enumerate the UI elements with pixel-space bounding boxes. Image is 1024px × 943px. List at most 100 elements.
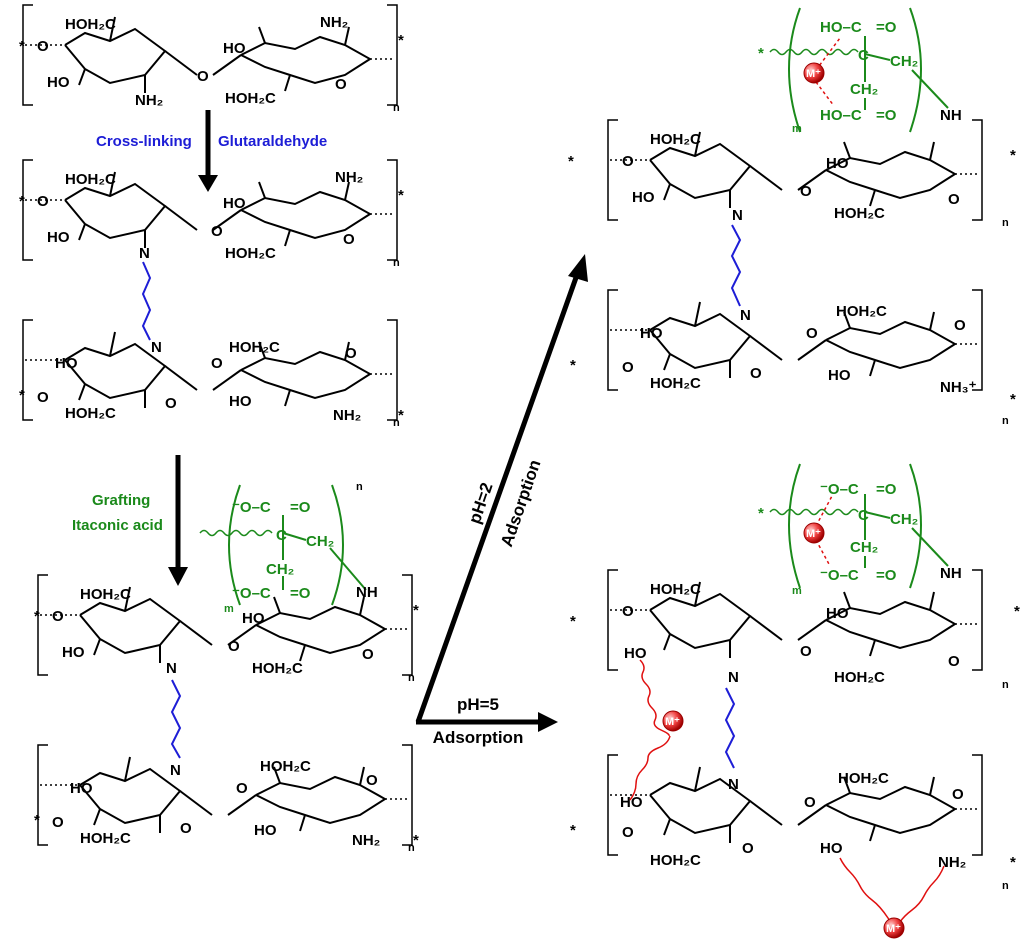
step-itaconic-label: Itaconic acid xyxy=(72,517,163,534)
atom-o: O xyxy=(622,153,634,170)
atom-hoh2c: HOH₂C xyxy=(834,669,885,686)
atom-subscript-n: n xyxy=(356,481,363,493)
atom-subscript-n: n xyxy=(1002,217,1009,229)
metal-chelation-bottom: M⁺ xyxy=(839,857,945,939)
itaconic-graft-ph5: M⁺ ⁻O–C =O C CH₂ CH₂ ⁻O–C =O m * xyxy=(758,463,949,597)
atom-hoh2c: HOH₂C xyxy=(225,90,276,107)
atom-o: O xyxy=(335,76,347,93)
atom-m-ion: M⁺ xyxy=(806,68,821,80)
atom-nh2: NH₂ xyxy=(135,92,163,109)
atom-eq-o: =O xyxy=(290,499,311,516)
atom-nh: NH xyxy=(356,584,378,601)
atom-nh2: NH₂ xyxy=(320,14,348,31)
atom-subscript-n: n xyxy=(408,842,415,854)
chitosan-unit-2: O HOH₂C HO N O HO HOH₂C NH₂ O * * n xyxy=(19,159,404,269)
arrow-adsorption-ph2 xyxy=(415,254,588,723)
atom-hoh2c: HOH₂C xyxy=(650,131,701,148)
chitosan-unit-ph5-upper: O HOH₂C HO N O HO HOH₂C NH O * * n xyxy=(570,565,1020,691)
atom-o: O xyxy=(742,840,754,857)
step-crosslink-label: Cross-linking xyxy=(96,133,192,150)
metal-chelation-left: M⁺ xyxy=(629,659,684,801)
atom-o-c: ⁻O–C xyxy=(820,481,859,498)
atom-o: O xyxy=(37,38,49,55)
atom-n: N xyxy=(139,245,150,262)
step-glutaraldehyde-label: Glutaraldehyde xyxy=(218,133,327,150)
atom-ho: HO xyxy=(70,780,93,797)
atom-star: * xyxy=(34,608,40,625)
atom-star: * xyxy=(758,505,764,522)
atom-ch2: CH₂ xyxy=(850,81,878,98)
chitosan-unit-4: O HOH₂C HO N O HO HOH₂C NH O * * n xyxy=(34,574,419,684)
atom-eq-o: =O xyxy=(876,481,897,498)
chitosan-unit-ph5-lower: O HO HOH₂C N O O HOH₂C HO NH₂ O * * n xyxy=(570,754,1016,892)
atom-subscript-n: n xyxy=(1002,679,1009,691)
atom-star: * xyxy=(758,45,764,62)
atom-o: O xyxy=(343,231,355,248)
arrow-adsorption-ph5 xyxy=(416,712,558,732)
atom-n: N xyxy=(728,669,739,686)
atom-star: * xyxy=(413,602,419,619)
atom-nh2: NH₂ xyxy=(335,169,363,186)
chain-star: * xyxy=(19,387,25,404)
atom-nh3: NH₃⁺ xyxy=(940,379,977,396)
atom-hoh2c: HOH₂C xyxy=(65,405,116,422)
atom-ho: HO xyxy=(229,393,252,410)
atom-ho: HO xyxy=(242,610,265,627)
atom-o: O xyxy=(180,820,192,837)
atom-c: C xyxy=(858,47,869,64)
atom-ho-c: HO–C xyxy=(820,107,862,124)
atom-hoh2c: HOH₂C xyxy=(650,852,701,869)
atom-nh2: NH₂ xyxy=(938,854,966,871)
atom-star: * xyxy=(413,832,419,849)
atom-nh2: NH₂ xyxy=(333,407,361,424)
atom-subscript-m: m xyxy=(792,123,802,135)
atom-o: O xyxy=(954,317,966,334)
atom-subscript-n: n xyxy=(1002,880,1009,892)
atom-o: O xyxy=(622,359,634,376)
atom-o-c: ⁻O–C xyxy=(232,499,271,516)
atom-n: N xyxy=(151,339,162,356)
atom-n: N xyxy=(732,207,743,224)
chain-star: * xyxy=(398,187,404,204)
atom-m-ion: M⁺ xyxy=(665,716,680,728)
atom-o: O xyxy=(800,643,812,660)
atom-ch2: CH₂ xyxy=(266,561,294,578)
condition-ph2-adsorption: Adsorption xyxy=(497,457,544,549)
glutaraldehyde-bridge xyxy=(170,679,182,759)
glutaraldehyde-bridge xyxy=(141,261,152,341)
atom-hoh2c: HOH₂C xyxy=(65,171,116,188)
atom-ch2: CH₂ xyxy=(850,539,878,556)
atom-ho: HO xyxy=(62,644,85,661)
atom-ho-c: HO–C xyxy=(820,19,862,36)
atom-star: * xyxy=(1010,147,1016,164)
chitosan-unit-ph2-upper: O HOH₂C HO N O HO HOH₂C NH O * * n xyxy=(568,107,1016,229)
atom-o: O xyxy=(236,780,248,797)
atom-o: O xyxy=(211,355,223,372)
repeat-n: n xyxy=(393,257,400,269)
atom-c: C xyxy=(858,507,869,524)
atom-hoh2c: HOH₂C xyxy=(65,16,116,33)
atom-ho: HO xyxy=(47,74,70,91)
atom-ho: HO xyxy=(640,325,663,342)
atom-hoh2c: HOH₂C xyxy=(260,758,311,775)
glutaraldehyde-bridge xyxy=(730,224,742,307)
atom-ho: HO xyxy=(47,229,70,246)
chitosan-unit-ph2-lower: O HO HOH₂C N O O HOH₂C HO NH₃⁺ O * * n xyxy=(570,289,1016,427)
atom-eq-o: =O xyxy=(876,567,897,584)
atom-hoh2c: HOH₂C xyxy=(838,770,889,787)
chain-star: * xyxy=(19,193,25,210)
atom-ho: HO xyxy=(223,40,246,57)
atom-o: O xyxy=(952,786,964,803)
atom-ho: HO xyxy=(254,822,277,839)
atom-ho: HO xyxy=(632,189,655,206)
atom-o: O xyxy=(211,223,223,240)
atom-c: C xyxy=(276,527,287,544)
atom-hoh2c: HOH₂C xyxy=(229,339,280,356)
atom-hoh2c: HOH₂C xyxy=(225,245,276,262)
atom-subscript-n: n xyxy=(1002,415,1009,427)
atom-m-ion: M⁺ xyxy=(806,528,821,540)
metal-ion xyxy=(803,62,825,84)
atom-ho: HO xyxy=(826,155,849,172)
atom-ch2: CH₂ xyxy=(306,533,334,550)
